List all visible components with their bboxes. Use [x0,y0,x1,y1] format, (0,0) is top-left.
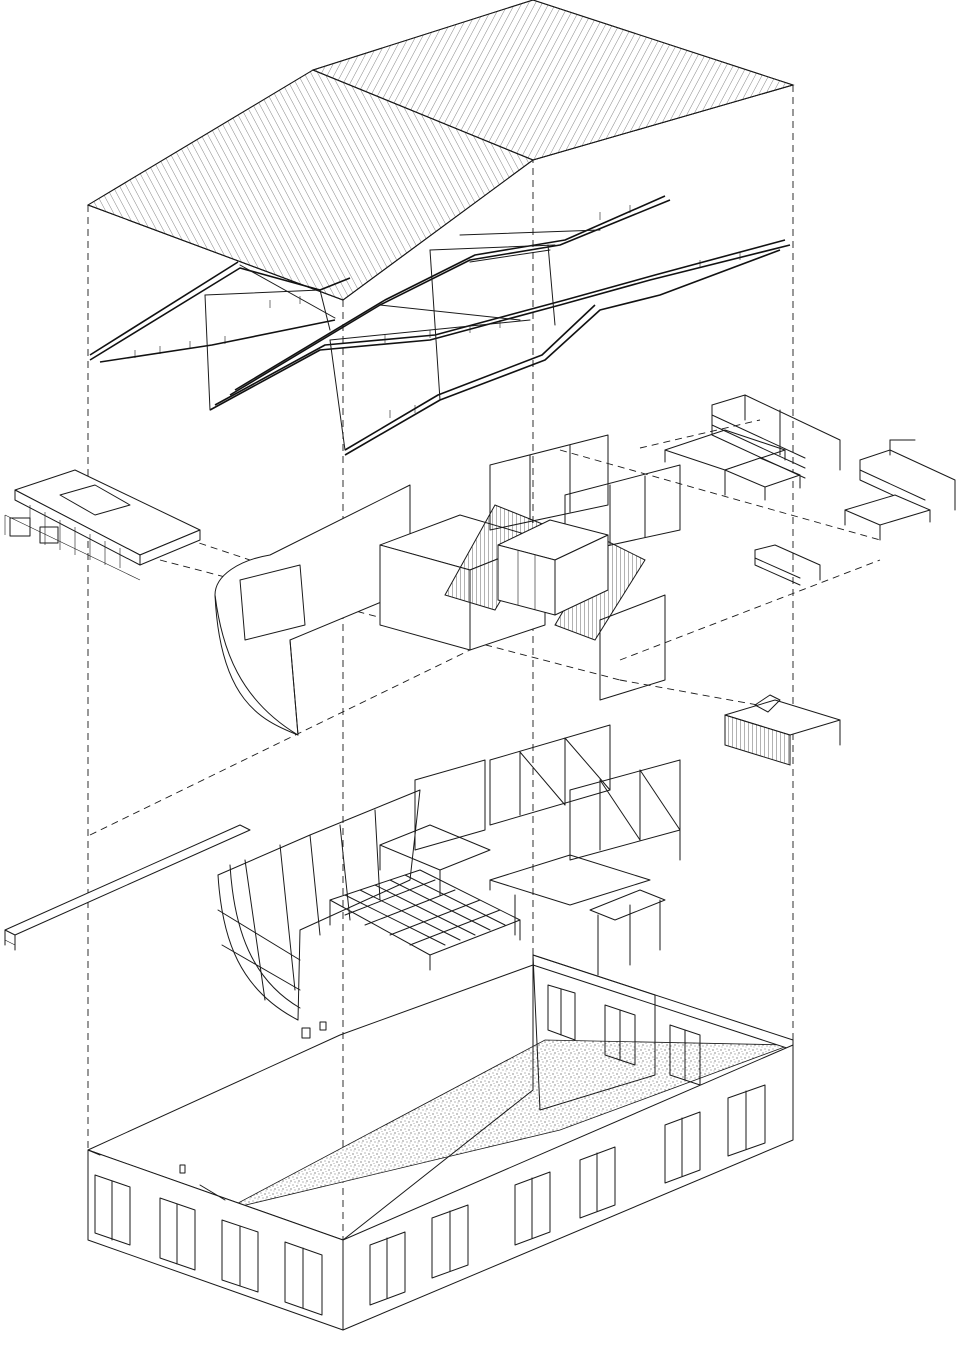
floor-joist-grid [329,869,521,971]
meeting-room-block [379,434,681,701]
furniture-enclosure-layer [4,394,956,766]
upright-frames [414,724,681,861]
curved-enclosure-wall [214,484,411,736]
front-right-windows [369,1084,766,1306]
building-shell-layer [87,954,794,1331]
roof-layer [86,0,795,301]
platform-frame [379,824,666,976]
long-beam [4,824,251,951]
front-left-windows [94,1174,323,1316]
roof-truss-layer [89,195,791,456]
reception-counter [4,469,201,581]
timber-frame-layer [4,724,681,1021]
back-window [547,984,701,1086]
workshop-furniture [664,394,956,766]
